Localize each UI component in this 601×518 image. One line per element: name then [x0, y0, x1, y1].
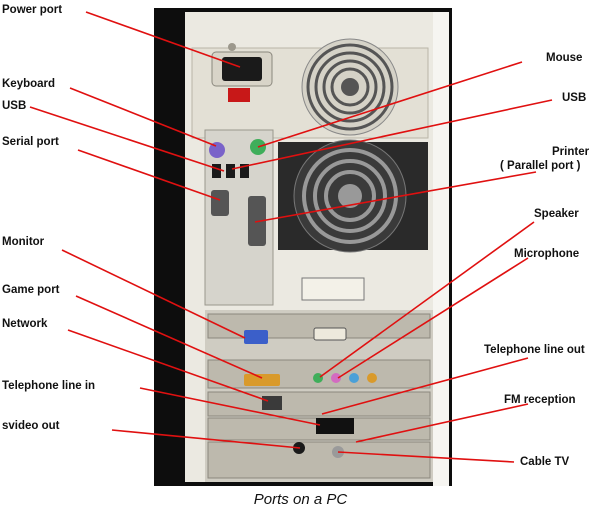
leader-lines — [29, 11, 553, 463]
line-mouse — [257, 61, 523, 148]
label-cable-tv: Cable TV — [520, 456, 570, 468]
label-parallel-port: ( Parallel port ) — [500, 160, 581, 172]
label-svideo-out: svideo out — [2, 420, 60, 432]
label-network: Network — [2, 318, 48, 330]
serial-port — [211, 190, 229, 216]
monitor-port — [244, 330, 268, 344]
line-telephone-out — [321, 357, 529, 415]
line-telephone-in — [139, 387, 321, 426]
case-side — [433, 12, 449, 486]
line-in-port — [349, 373, 359, 383]
line-printer — [254, 171, 537, 223]
line-speaker — [319, 221, 535, 378]
usb-port-1 — [212, 164, 221, 178]
power-socket — [222, 57, 262, 81]
usb-port-2 — [226, 164, 235, 178]
label-power-port: Power port — [2, 4, 63, 16]
usb-port-3 — [240, 164, 249, 178]
rj45-port — [262, 396, 282, 410]
label-printer: Printer — [552, 146, 590, 158]
label-game-port: Game port — [2, 284, 60, 296]
line-microphone — [337, 257, 529, 379]
speaker-port — [313, 373, 323, 383]
slot-modem — [207, 391, 431, 417]
game-port — [244, 374, 280, 386]
line-cable-tv — [337, 451, 515, 463]
label-telephone-line-in: Telephone line in — [2, 380, 96, 392]
voltage-switch — [228, 88, 250, 102]
label-mouse: Mouse — [546, 52, 583, 64]
keyboard-port — [209, 142, 225, 158]
label-usb-right: USB — [562, 92, 587, 104]
label-microphone: Microphone — [514, 248, 580, 260]
line-power-port — [85, 11, 241, 68]
tv-connector — [316, 418, 354, 434]
screw — [228, 43, 236, 51]
line-serial-port — [77, 149, 221, 201]
line-usb-left — [29, 106, 225, 172]
serial-sticker — [301, 277, 365, 301]
microphone-port — [331, 373, 341, 383]
line-network — [67, 329, 269, 402]
line-keyboard — [69, 87, 217, 147]
line-svideo-out — [111, 429, 301, 449]
label-telephone-line-out: Telephone line out — [484, 344, 585, 356]
label-monitor: Monitor — [2, 236, 45, 248]
figure-caption: Ports on a PC — [253, 491, 348, 508]
line-monitor — [61, 249, 246, 339]
label-fm-reception: FM reception — [504, 394, 576, 406]
line-usb-right — [231, 99, 553, 170]
slot-tv2 — [207, 441, 431, 479]
label-speaker: Speaker — [534, 208, 579, 220]
label-usb-left: USB — [2, 100, 27, 112]
label-keyboard: Keyboard — [2, 78, 56, 90]
line-fm-reception — [355, 403, 529, 443]
line-game-port — [75, 295, 263, 379]
label-serial-port: Serial port — [2, 136, 59, 148]
